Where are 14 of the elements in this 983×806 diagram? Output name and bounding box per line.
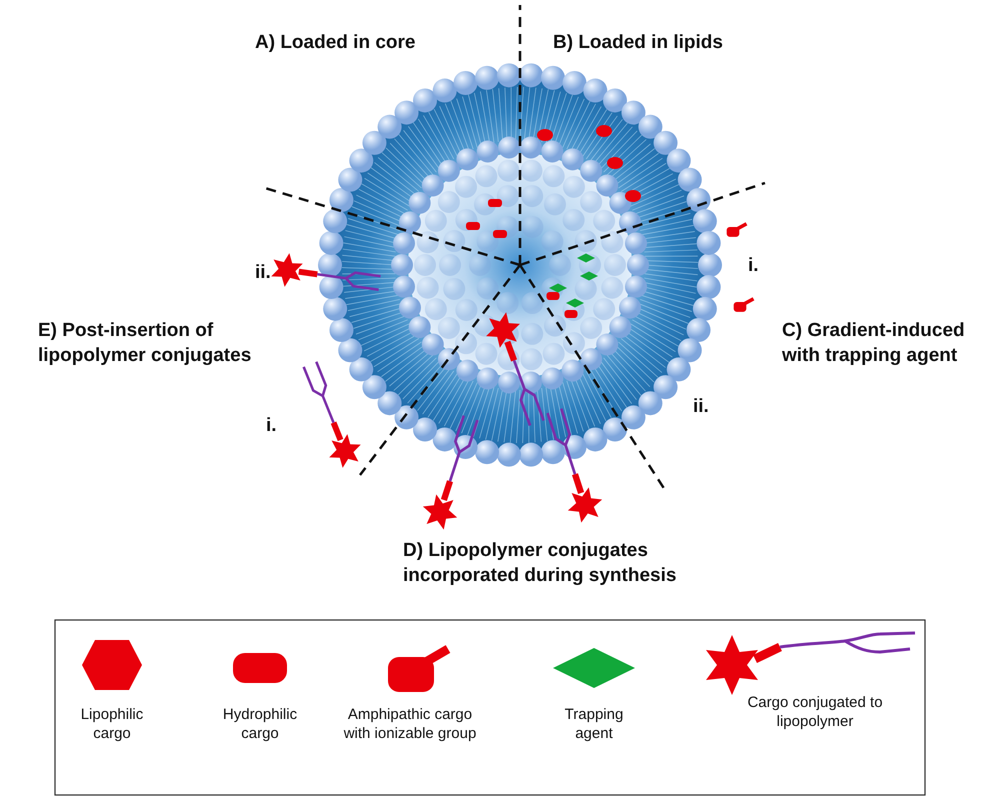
section-label: A) Loaded in core: [255, 31, 416, 55]
roman-numeral: i.: [266, 414, 278, 438]
legend-label: Amphipathic cargo with ionizable group: [342, 705, 478, 743]
legend-label: Lipophilic cargo: [80, 705, 144, 743]
section-label: E) Post-insertion of lipopolymer conjugates: [38, 319, 252, 368]
legend-label: Hydrophilic cargo: [222, 705, 298, 743]
section-label: C) Gradient-induced with trapping agent: [782, 319, 966, 368]
roman-numeral: i.: [748, 254, 760, 278]
section-label: B) Loaded in lipids: [553, 31, 724, 55]
roman-numeral: ii.: [255, 261, 272, 285]
legend-label: Cargo conjugated to lipopolymer: [746, 693, 884, 731]
roman-numeral: ii.: [693, 395, 710, 419]
legend-label: Trapping agent: [564, 705, 624, 743]
section-label: D) Lipopolymer conjugates incorporated during synthesis: [403, 539, 678, 588]
